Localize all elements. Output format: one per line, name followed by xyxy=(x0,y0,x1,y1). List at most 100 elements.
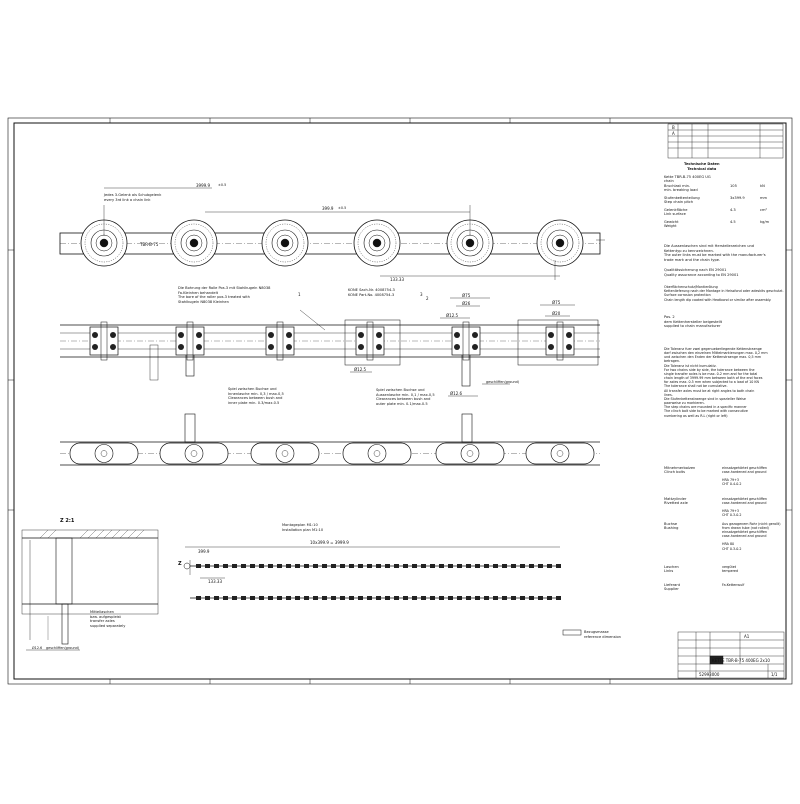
install-upper-mark xyxy=(430,564,435,568)
install-upper-mark xyxy=(421,564,426,568)
install-lower-mark xyxy=(421,596,426,600)
install-lower-mark xyxy=(313,596,318,600)
inner-frame xyxy=(13,122,787,680)
drawing-number: 52993000 xyxy=(699,672,720,677)
install-upper-mark xyxy=(241,564,246,568)
install-lower-mark xyxy=(376,596,381,600)
install-upper-mark xyxy=(385,564,390,568)
install-upper-mark xyxy=(538,564,543,568)
ground-label: geschliffen(ground) xyxy=(486,380,520,384)
install-lower-mark xyxy=(538,596,543,600)
install-lower-mark xyxy=(448,596,453,600)
install-upper-mark xyxy=(196,564,201,568)
top-roller xyxy=(536,219,584,267)
install-lower-mark xyxy=(196,596,201,600)
top-roller xyxy=(261,219,309,267)
clearance-right-note: Spiel zwischen Buchse und Aussenlasche m… xyxy=(376,388,435,406)
material-value: Fa.Kettenwulf xyxy=(722,583,745,587)
detail-note: Mittellaschen bzw. aufgespleist transfer… xyxy=(90,610,126,628)
section-view-rollers xyxy=(89,321,575,361)
install-lower-mark xyxy=(268,596,273,600)
install-lower-mark xyxy=(493,596,498,600)
install-upper-mark xyxy=(511,564,516,568)
install-lower-mark xyxy=(223,596,228,600)
install-upper-mark xyxy=(412,564,417,568)
install-upper-mark xyxy=(502,564,507,568)
install-lower-mark xyxy=(385,596,390,600)
tech-row-label: Gelenkfläche Link surface xyxy=(664,208,688,217)
install-lower-mark xyxy=(511,596,516,600)
install-upper-mark xyxy=(250,564,255,568)
material-label: Mitnehmerbolzen Clinch bolts xyxy=(664,466,696,475)
top-view-note: Jedes 3.Gelenk als Schubgelenk every 3rd… xyxy=(104,193,162,202)
install-lower-mark xyxy=(457,596,462,600)
material-value: einsatzgehärtet geschliffen case-hardene… xyxy=(722,497,768,518)
install-lower-mark xyxy=(250,596,255,600)
dim-pitch: 399.9 xyxy=(322,206,334,211)
title-block xyxy=(677,631,785,679)
section-roller xyxy=(89,321,119,361)
pos-3-label: 3 xyxy=(420,292,423,297)
install-lower-mark xyxy=(502,596,507,600)
material-label: Mattzylinder Rivetted axle xyxy=(664,497,688,506)
install-upper-mark xyxy=(448,564,453,568)
tech-row-label: Bruchlast min. min. breaking load xyxy=(664,184,698,193)
kone-note: KONE Sach-Nr. 4008754-3 KONE Part-No. 40… xyxy=(348,288,395,297)
material-value: vergütet tempered xyxy=(722,565,739,574)
tech-row-unit: mm xyxy=(760,196,768,200)
install-lower-mark xyxy=(259,596,264,600)
section-roller xyxy=(265,321,295,361)
install-upper-mark xyxy=(277,564,282,568)
install-lower-mark xyxy=(304,596,309,600)
install-lower-mark xyxy=(277,596,282,600)
section-roller xyxy=(545,321,575,361)
section-roller xyxy=(451,321,481,361)
material-value: einsatzgehärtet geschliffen case-hardene… xyxy=(722,466,768,487)
title-text: KETTE TBR-B-75 400EG 2x10 xyxy=(712,658,770,663)
install-lower-mark xyxy=(412,596,417,600)
install-upper-mark xyxy=(295,564,300,568)
install-upper-mark xyxy=(286,564,291,568)
install-lower-mark xyxy=(331,596,336,600)
detail-phi12-6: Ø12.6 xyxy=(32,645,42,650)
install-upper-mark xyxy=(214,564,219,568)
side-link xyxy=(342,442,412,465)
frame-grid-ticks xyxy=(8,118,792,684)
install-upper-mark xyxy=(547,564,552,568)
tech-row-value: 4.3 xyxy=(730,208,736,212)
install-lower-mark xyxy=(241,596,246,600)
dim-overall: 3999.9 xyxy=(196,183,210,188)
side-link xyxy=(525,442,595,465)
installation-plan-marks xyxy=(196,564,561,600)
install-upper-mark xyxy=(376,564,381,568)
install-lower-mark xyxy=(529,596,534,600)
install-dim: 10x399.9 = 3999.9 xyxy=(310,540,349,545)
install-upper-mark xyxy=(205,564,210,568)
material-value: Aus gezogenem Rohr (nicht gerollt) from … xyxy=(722,522,781,551)
surface-note: Oberflächenschutz/Montierölung Kettenlie… xyxy=(664,285,784,302)
revision-block xyxy=(667,123,784,159)
dim-phi12-5-lower: Ø12.5 xyxy=(354,367,367,372)
side-link xyxy=(159,442,229,465)
install-lower-mark xyxy=(547,596,552,600)
install-upper-mark xyxy=(394,564,399,568)
detail-hatch xyxy=(39,529,145,539)
install-upper-mark xyxy=(403,564,408,568)
dim-install-left: 399.9 xyxy=(198,549,210,554)
top-roller xyxy=(170,219,218,267)
tolerance-note: Die Toleranz fuer zwei gegenueberliegend… xyxy=(664,347,768,418)
material-label: Buchse Bushing xyxy=(664,522,679,531)
install-upper-mark xyxy=(232,564,237,568)
install-lower-mark xyxy=(349,596,354,600)
install-lower-mark xyxy=(556,596,561,600)
side-link xyxy=(250,442,320,465)
tech-row-unit: kN xyxy=(760,184,765,188)
install-upper-mark xyxy=(322,564,327,568)
detail-z-label: Z 2:1 xyxy=(60,518,75,524)
dim-phi12-6: Ø12.6 xyxy=(450,391,463,396)
install-upper-mark xyxy=(457,564,462,568)
install-upper-mark xyxy=(313,564,318,568)
rev-b: B xyxy=(672,125,675,130)
install-upper-mark xyxy=(484,564,489,568)
